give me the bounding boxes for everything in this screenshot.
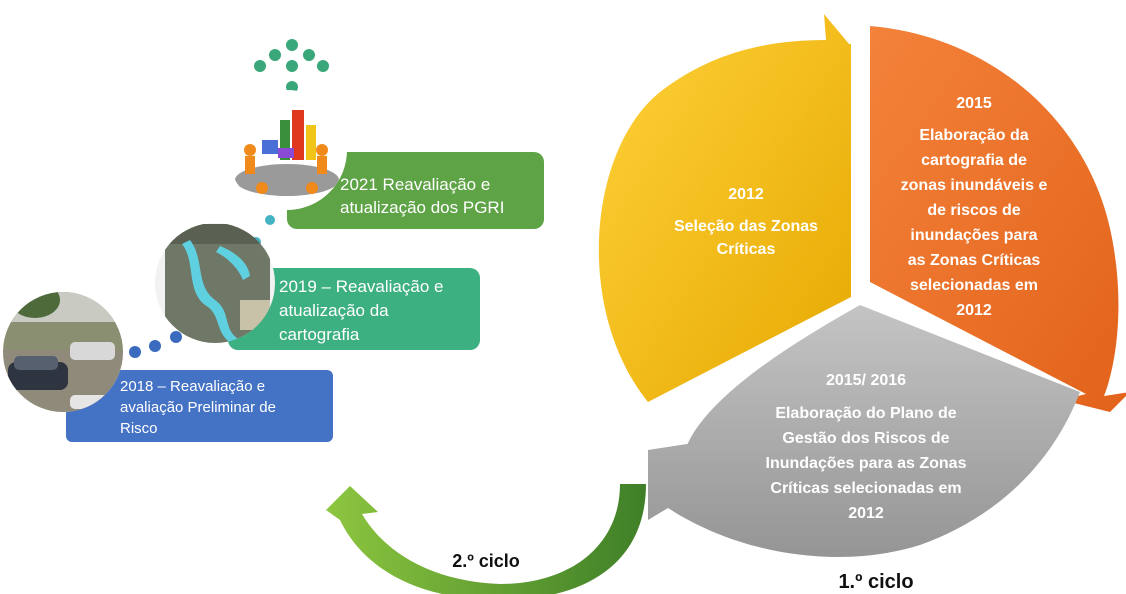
segment-2015-line: zonas inundáveis e — [901, 177, 1048, 194]
step-2019-line: cartografia — [279, 325, 360, 344]
cycle2-arrow — [326, 484, 646, 594]
segment-2015-2016-line: Gestão dos Riscos de — [782, 430, 949, 447]
segment-2015-2016-line: Elaboração do Plano de — [775, 405, 956, 422]
segment-2015-line: inundações para — [910, 227, 1037, 244]
segment-2015-line: selecionadas em — [910, 277, 1038, 294]
segment-2012 — [598, 14, 851, 402]
step-2018: 2018 – Reavaliação e avaliação Prelimina… — [66, 370, 333, 442]
segment-2012-line: Seleção das Zonas — [674, 218, 818, 235]
cycle1-label: 1.º ciclo — [838, 571, 913, 593]
segment-2015-line: cartografia de — [921, 152, 1027, 169]
segment-2015-2016-text: 2015/ 2016 Elaboração do Plano de Gestão… — [766, 372, 967, 522]
step-2019-line: 2019 – Reavaliação e — [279, 277, 443, 296]
step-2019: 2019 – Reavaliação e atualização da cart… — [228, 268, 480, 350]
segment-2015-2016 — [648, 305, 1080, 557]
step-2019-line: atualização da — [279, 301, 389, 320]
segment-2012-text: 2012 Seleção das Zonas Críticas — [674, 186, 818, 258]
segment-2015 — [870, 26, 1126, 412]
step-2018-box — [66, 370, 333, 442]
segment-2015-2016-year: 2015/ 2016 — [826, 372, 906, 389]
cycle2-label: 2.º ciclo — [452, 551, 520, 571]
step-2018-line: 2018 – Reavaliação e — [120, 378, 265, 395]
step-2018-line: avaliação Preliminar de — [120, 399, 276, 416]
segment-2012-line: Críticas — [717, 241, 776, 258]
step-2021-line: atualização dos PGRI — [340, 198, 504, 217]
segment-2015-year: 2015 — [956, 95, 992, 112]
meeting-figures-photo — [227, 90, 347, 210]
cycle1-wheel — [598, 14, 1126, 557]
segment-2015-line: de riscos de — [927, 202, 1020, 219]
step-2018-line: Risco — [120, 420, 158, 437]
step-2021-line: 2021 Reavaliação e — [340, 175, 490, 194]
segment-2015-line: 2012 — [956, 302, 992, 319]
segment-2015-text: 2015 Elaboração da cartografia de zonas … — [901, 95, 1048, 319]
segment-2015-2016-line: Críticas selecionadas em — [770, 480, 961, 497]
cycle2-arrow-body — [326, 484, 646, 594]
step-2021: 2021 Reavaliação e atualização dos PGRI — [287, 152, 544, 229]
step-2019-box — [228, 268, 480, 350]
segment-2015-line: Elaboração da — [919, 127, 1028, 144]
step-2021-box — [287, 152, 544, 229]
segment-2015-2016-line: 2012 — [848, 505, 884, 522]
segment-2012-year: 2012 — [728, 186, 764, 203]
segment-2015-line: as Zonas Críticas — [908, 252, 1041, 269]
segment-2015-2016-line: Inundações para as Zonas — [766, 455, 967, 472]
